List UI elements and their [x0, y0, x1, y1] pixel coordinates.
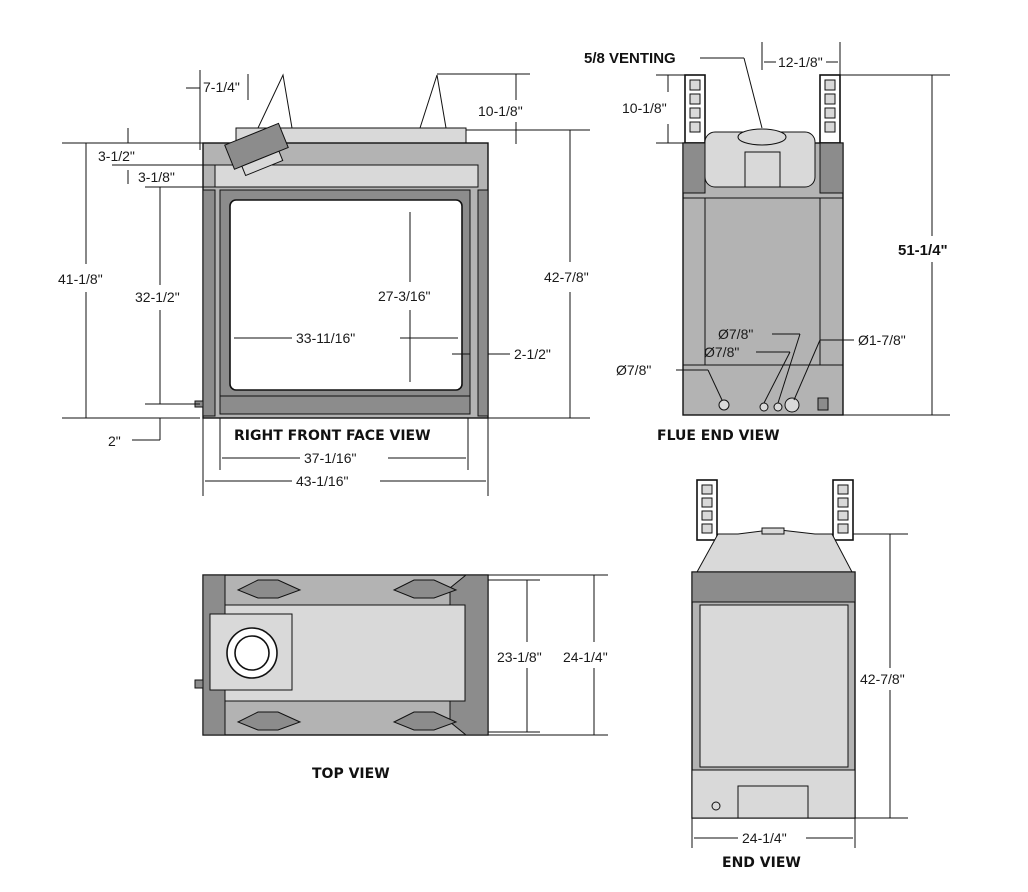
dim-2: 2" — [108, 433, 121, 449]
title-end-view: END VIEW — [722, 855, 801, 871]
front-base-rail — [219, 395, 471, 415]
front-strap-right — [419, 74, 447, 129]
top-dimension-lines — [488, 574, 608, 736]
dim-10-1-8-flue: 10-1/8" — [622, 100, 667, 116]
flue-port-2 — [759, 402, 769, 412]
flue-port-3 — [773, 402, 783, 412]
flue-port-4 — [784, 397, 800, 413]
dim-12-1-8: 12-1/8" — [778, 54, 823, 70]
front-top-band — [214, 164, 479, 188]
top-vent-opening — [234, 635, 270, 671]
flue-left-block — [682, 142, 706, 194]
end-main-panel — [699, 604, 849, 768]
flue-vent-ring — [737, 128, 787, 146]
label-venting: 5/8 VENTING — [584, 50, 676, 67]
dim-33-11-16: 33-11/16" — [296, 330, 355, 346]
dim-24-1-4-top: 24-1/4" — [563, 649, 608, 665]
flue-body — [682, 142, 844, 416]
front-vent-collar — [224, 122, 289, 177]
dim-41-1-8: 41-1/8" — [58, 271, 103, 287]
dim-phi-7-8-a: Ø7/8" — [718, 326, 753, 342]
title-right-front-face-view: RIGHT FRONT FACE VIEW — [234, 428, 431, 444]
front-left-column — [202, 189, 216, 417]
front-dimension-lines — [62, 70, 590, 496]
front-glass-window — [229, 199, 463, 391]
flue-fitting — [817, 397, 829, 411]
dim-23-1-8: 23-1/8" — [497, 649, 542, 665]
end-bracket-right — [832, 479, 854, 541]
dim-phi-7-8-c: Ø7/8" — [616, 362, 651, 378]
front-view — [194, 73, 489, 419]
end-port — [711, 801, 721, 811]
end-bracket-left — [696, 479, 718, 541]
flue-view — [682, 74, 844, 416]
title-flue-end-view: FLUE END VIEW — [657, 428, 780, 444]
dim-10-1-8-front: 10-1/8" — [478, 103, 523, 119]
flue-bracket-right — [819, 74, 841, 144]
flue-dimension-lines — [656, 42, 950, 416]
end-view — [691, 479, 856, 819]
flue-bracket-left — [684, 74, 706, 144]
flue-dimension-labels: 5/8 VENTING 12-1/8" 10-1/8" 51-1/4" Ø7/8… — [584, 50, 948, 444]
flue-collar-plate — [744, 151, 781, 188]
front-dimension-labels: 7-1/4" 10-1/8" 3-1/2" 3-1/8" 41-1/8" 32-… — [58, 79, 589, 489]
top-strap-bl — [236, 711, 302, 731]
top-strap-tr — [392, 579, 458, 599]
end-top-hood — [696, 529, 853, 573]
front-strap-left — [257, 73, 293, 129]
dim-43-1-16: 43-1/16" — [296, 473, 348, 489]
dim-phi-7-8-b: Ø7/8" — [704, 344, 739, 360]
top-strap-br — [392, 711, 458, 731]
dim-3-1-8: 3-1/8" — [138, 169, 175, 185]
flue-port-1 — [718, 399, 730, 411]
end-access-door — [737, 785, 809, 819]
title-top-view: TOP VIEW — [312, 766, 390, 782]
dim-32-1-2: 32-1/2" — [135, 289, 180, 305]
dim-24-1-4-end: 24-1/4" — [742, 830, 787, 846]
dim-51-1-4: 51-1/4" — [898, 242, 948, 259]
end-dimension-lines — [691, 533, 908, 848]
dim-3-1-2: 3-1/2" — [98, 148, 135, 164]
top-view — [194, 574, 489, 736]
dim-2-1-2: 2-1/2" — [514, 346, 551, 362]
top-strap-tl — [236, 579, 302, 599]
end-dimension-labels: 42-7/8" 24-1/4" END VIEW — [722, 671, 905, 871]
flue-right-block — [819, 142, 844, 194]
end-vent-cap — [761, 527, 785, 535]
dim-42-7-8-front: 42-7/8" — [544, 269, 589, 285]
dim-37-1-16: 37-1/16" — [304, 450, 356, 466]
dim-27-3-16: 27-3/16" — [378, 288, 430, 304]
top-gas-fitting — [194, 679, 204, 689]
dim-phi-1-7-8: Ø1-7/8" — [858, 332, 906, 348]
top-dimension-labels: 23-1/8" 24-1/4" TOP VIEW — [312, 649, 608, 782]
dim-7-1-4: 7-1/4" — [203, 79, 240, 95]
end-top-band — [691, 571, 856, 603]
front-right-column — [477, 189, 489, 417]
dim-42-7-8-end: 42-7/8" — [860, 671, 905, 687]
